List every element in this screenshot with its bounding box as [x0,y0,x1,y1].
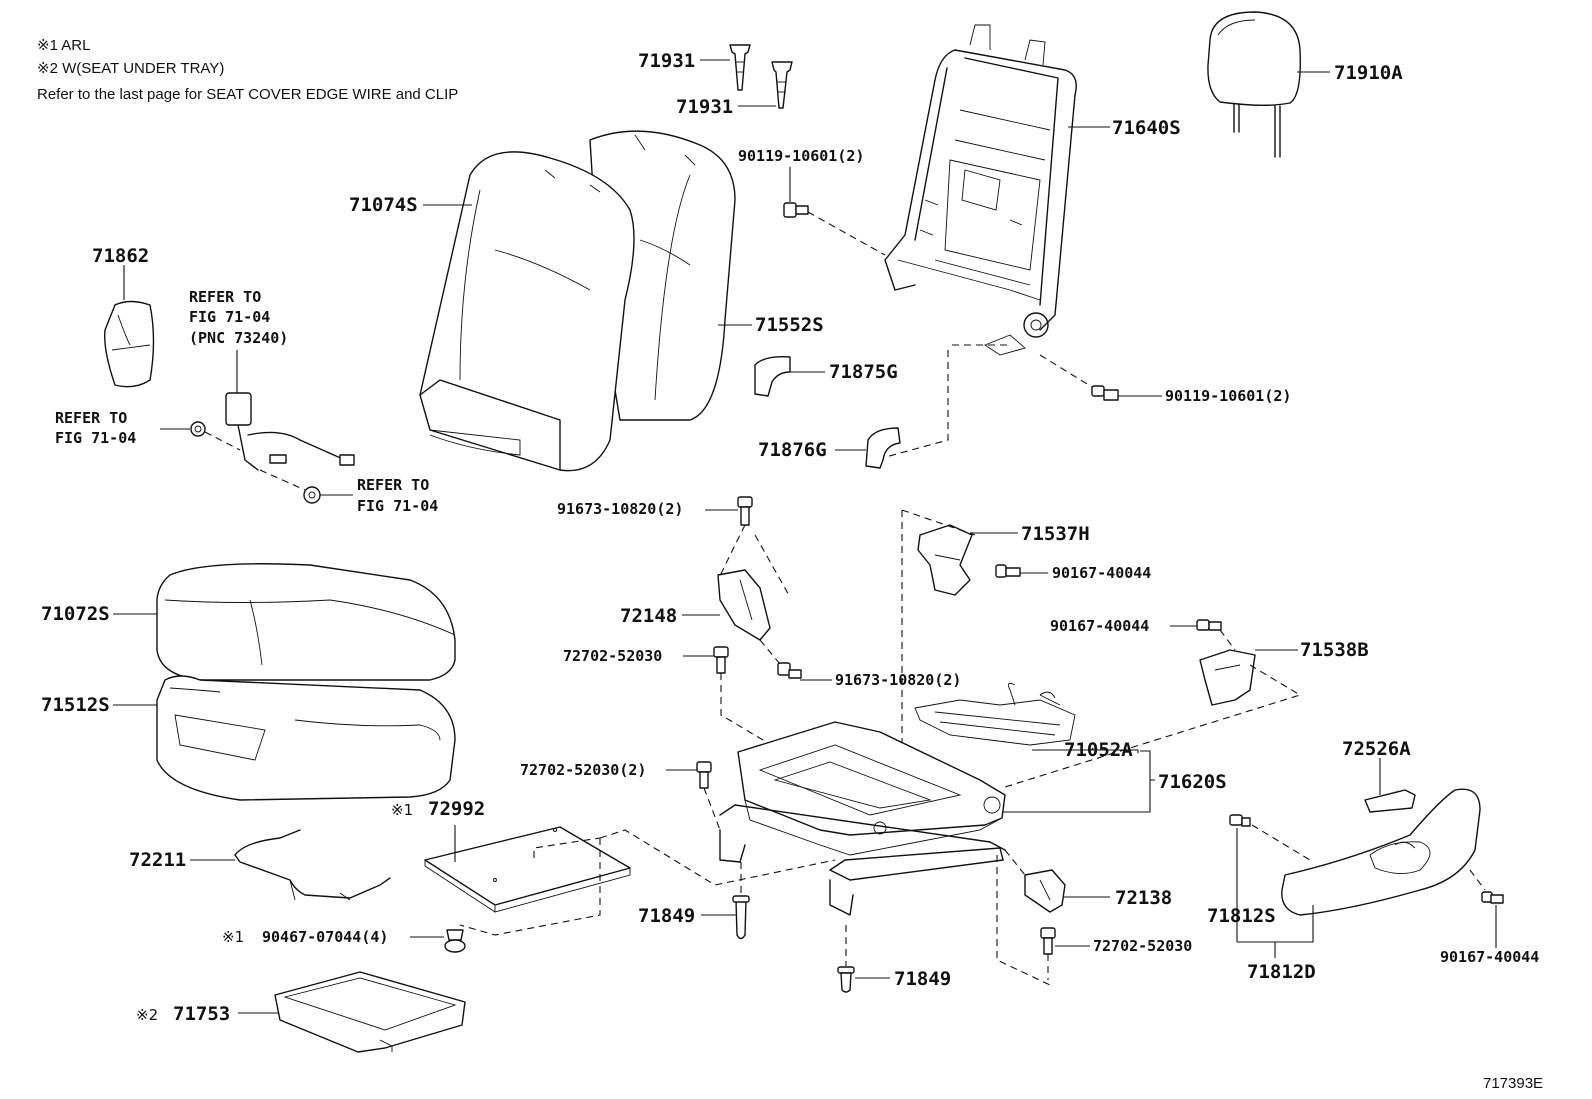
seat-cushion-pad-drawing [156,675,456,801]
diagram-code: 717393E [1483,1075,1543,1092]
label-72138: 72138 [1115,887,1172,909]
seat-belt-buckle-drawing [225,392,355,471]
label-71812D: 71812D [1247,961,1316,983]
seat-spring-71052A-drawing [914,682,1076,746]
cover-72138-drawing [1024,869,1066,913]
mark-72992: ※1 [391,801,413,819]
refer-buckle-line2: FIG 71-04 [189,308,270,326]
pin-71849-left [732,895,750,940]
refer-buckle-line1: REFER TO [189,288,261,306]
seatback-frame-drawing [884,24,1077,356]
note-refer-last-page: Refer to the last page for SEAT COVER ED… [37,86,458,103]
refer-nut-left-line1: REFER TO [55,409,127,427]
knob-72526A-drawing [1364,789,1416,813]
label-90167-a: 90167-40044 [1052,564,1151,582]
label-71074S: 71074S [349,194,418,216]
label-71862: 71862 [92,245,149,267]
clip-90467-drawing [444,929,466,953]
label-72702-upper: 72702-52030 [563,647,662,665]
nut-refer-left [190,421,206,437]
bolt-91673-upper [737,496,753,526]
refer-nut-lower-line1: REFER TO [357,476,429,494]
bolt-72702-lower [1040,927,1056,955]
seat-frame-71620S-drawing [719,721,1006,916]
screw-90167-a [995,564,1021,578]
label-72211: 72211 [129,849,186,871]
label-90119-upper: 90119-10601(2) [738,147,864,165]
label-72702-lower: 72702-52030 [1093,937,1192,955]
label-72992: 72992 [428,798,485,820]
cover-71875G-drawing [754,355,791,397]
headrest-drawing [1207,11,1301,158]
label-91673-lower: 91673-10820(2) [835,671,961,689]
label-71753: 71753 [173,1003,230,1025]
label-71552S: 71552S [755,314,824,336]
screw-90167-b [1196,619,1222,631]
bolt-72702-middle [696,761,712,789]
headrest-guide-2 [771,61,793,109]
label-71875G: 71875G [829,361,898,383]
label-71849-right: 71849 [894,968,951,990]
under-tray-71753-drawing [274,971,466,1053]
bolt-90119-lower [1091,385,1119,401]
label-90119-lower: 90119-10601(2) [1165,387,1291,405]
clip-71812S-drawing [1229,814,1251,827]
bracket-72148-drawing [717,569,771,641]
label-71052A: 71052A [1064,739,1133,761]
trim-71862-drawing [104,300,155,388]
label-71072S: 71072S [41,603,110,625]
headrest-guide-1 [729,44,751,91]
label-71876G: 71876G [758,439,827,461]
mark-90467: ※1 [222,928,244,946]
refer-buckle-line3: (PNC 73240) [189,329,288,347]
cover-71538B-drawing [1199,649,1256,706]
refer-nut-lower-line2: FIG 71-04 [357,497,438,515]
label-71910A: 71910A [1334,62,1403,84]
bolt-72702-upper [713,646,729,674]
label-71849-left: 71849 [638,905,695,927]
refer-nut-left-line2: FIG 71-04 [55,429,136,447]
label-71812S: 71812S [1207,905,1276,927]
bolt-90119-upper [783,202,809,218]
label-90167-c: 90167-40044 [1440,948,1539,966]
label-72148: 72148 [620,605,677,627]
label-90467: 90467-07044(4) [262,928,388,946]
label-71537H: 71537H [1021,523,1090,545]
label-71512S: 71512S [41,694,110,716]
tray-72992-drawing [424,826,631,913]
label-90167-b: 90167-40044 [1050,617,1149,635]
label-91673-upper: 91673-10820(2) [557,500,683,518]
nut-refer-lower [303,486,321,504]
note-seat-under-tray: ※2 W(SEAT UNDER TRAY) [37,60,224,77]
label-72526A: 72526A [1342,738,1411,760]
side-shield-drawing [1281,788,1481,916]
label-71538B: 71538B [1300,639,1369,661]
label-72702-middle: 72702-52030(2) [520,761,646,779]
label-71931-bottom: 71931 [676,96,733,118]
seat-cushion-cover-drawing [156,563,456,681]
screw-90167-c [1481,891,1504,904]
pin-71849-right [837,966,855,993]
wire-72211-drawing [234,829,391,901]
label-71620S: 71620S [1158,771,1227,793]
note-arl: ※1 ARL [37,37,90,54]
cover-71876G-drawing [865,427,901,469]
label-71931-top: 71931 [638,50,695,72]
label-71640S: 71640S [1112,117,1181,139]
mark-71753: ※2 [136,1006,158,1024]
seatback-cover-drawing [419,151,635,472]
bolt-91673-lower [777,662,802,679]
cover-71537H-drawing [917,524,973,596]
